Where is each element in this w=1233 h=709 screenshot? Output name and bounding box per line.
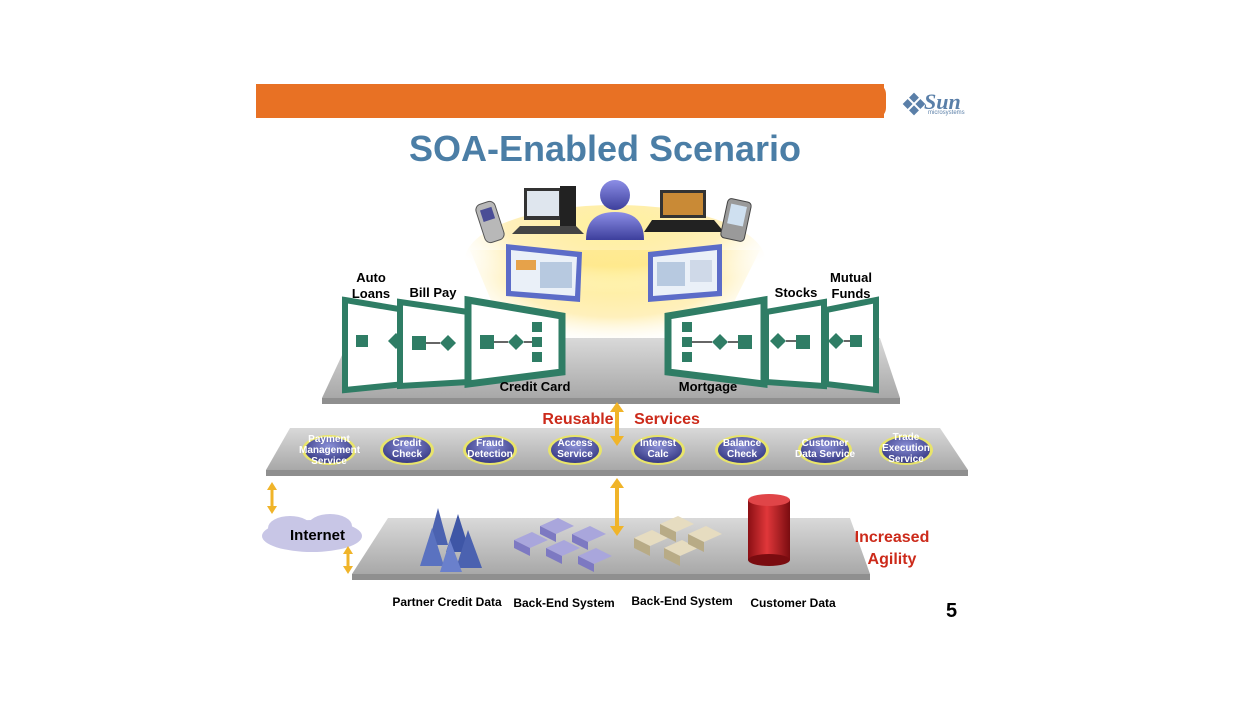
database-cylinder-icon [748,494,790,566]
service-access: Access Service [557,438,593,460]
services-label: Services [634,411,700,428]
internet-cloud-icon [262,514,362,552]
service-balance-check: Balance Check [722,438,762,460]
app-frame-stocks [763,298,827,390]
reusable-label: Reusable [542,411,614,428]
phone-icon [475,200,505,244]
page-number: 5 [946,600,958,622]
beige-cubes-icon [634,516,722,566]
arrow-internet-to-backend [343,546,353,574]
label-stocks: Stocks [774,285,818,300]
label-mutual-funds: Mutual Funds [830,270,872,301]
service-credit-check: Credit Check [391,438,422,460]
label-back-end-system-2: Back-End System [631,594,733,608]
blue-cubes-icon [514,518,612,572]
header-band-tail [876,84,886,118]
services-platform [266,428,968,476]
app-frame-auto-loans [342,296,408,394]
label-back-end-system-1: Back-End System [513,596,615,610]
service-pills [302,435,933,465]
service-customer-data: Customer Data Service [794,438,856,460]
service-payment-management: Payment Management Service [299,434,361,467]
user-icon [586,180,644,240]
backend-platform [352,518,870,580]
pyramids-icon [420,508,482,572]
screen-left [506,244,582,302]
label-customer-data: Customer Data [750,596,836,610]
arrow-services-to-internet [267,482,277,514]
service-trade-execution: Trade Execution Service [882,432,930,465]
label-bill-pay: Bill Pay [409,285,457,300]
sun-diamond-icon [902,92,926,116]
header-band [256,84,884,118]
screen-right [648,244,722,302]
label-mortgage: Mortgage [678,379,738,394]
service-fraud-detection: Fraud Detection [467,438,513,460]
app-frame-credit-card [464,295,566,388]
arrow-user-to-services [610,402,624,446]
desktop-computer-icon [512,186,584,234]
app-frame-mutual-funds [823,296,879,394]
logo-sub: microsystems [928,110,965,116]
laptop-icon [644,190,724,232]
page-title: SOA-Enabled Scenario [408,128,802,169]
app-frame-bill-pay [397,298,471,390]
app-frame-mortgage [664,295,768,388]
label-partner-credit-data: Partner Credit Data [392,595,502,609]
label-credit-card: Credit Card [499,379,571,394]
label-auto-loans: Auto Loans [351,270,391,301]
arrow-services-to-backend [610,478,624,536]
pda-icon [720,198,752,242]
internet-label: Internet [290,527,346,544]
sun-logo: Sun microsystems [902,89,972,120]
increased-agility: Increased Agility [854,529,930,568]
logo-word: Sun [924,89,961,114]
service-interest-calc: Interest Calc [639,438,677,460]
